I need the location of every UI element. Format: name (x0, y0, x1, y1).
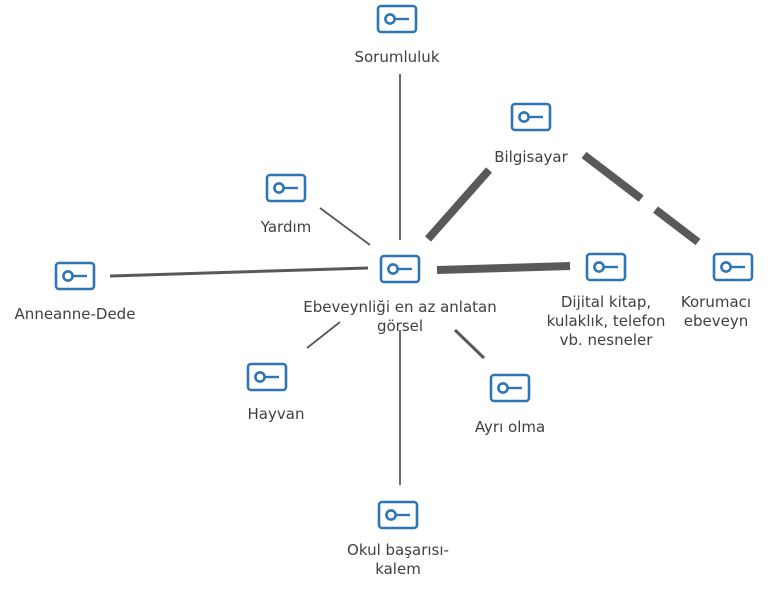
bilgisayar-code-node-icon (509, 101, 553, 133)
hayvan-code-node-icon (245, 361, 289, 393)
edge-center-anneanne (109, 266, 369, 278)
node-label-sorumluluk: Sorumluluk (354, 48, 440, 66)
okul-code-node-icon (376, 499, 420, 531)
node-label-anneanne: Anneanne-Dede (14, 305, 136, 323)
edge-center-hayvan (306, 321, 341, 349)
edge-center-dijital (436, 262, 571, 274)
edge-center-ayri (453, 328, 486, 360)
anneanne-code-node-icon (53, 260, 97, 292)
edge-center-bilgisayar (425, 167, 492, 242)
node-label-yardim: Yardım (260, 218, 312, 236)
node-label-okul: Okul başarısı- kalem (347, 541, 449, 578)
yardim-code-node-icon (264, 172, 308, 204)
edge-bilgisayar-korumaci (581, 151, 701, 246)
node-label-hayvan: Hayvan (247, 405, 305, 423)
node-label-center: Ebeveynliği en az anlatan görsel (303, 298, 497, 335)
sorumluluk-code-node-icon (375, 3, 419, 35)
node-label-korumaci: Korumacı ebeveyn (680, 293, 752, 330)
edges-layer (109, 74, 701, 485)
node-label-bilgisayar: Bilgisayar (494, 148, 568, 166)
center-code-node-icon (378, 253, 422, 285)
ayri-code-node-icon (488, 372, 532, 404)
korumaci-code-node-icon (711, 251, 755, 283)
edge-center-yardim (319, 207, 371, 246)
node-label-ayri: Ayrı olma (474, 418, 546, 436)
node-label-dijital: Dijital kitap, kulaklık, telefon vb. nes… (546, 293, 666, 349)
dijital-code-node-icon (584, 251, 628, 283)
